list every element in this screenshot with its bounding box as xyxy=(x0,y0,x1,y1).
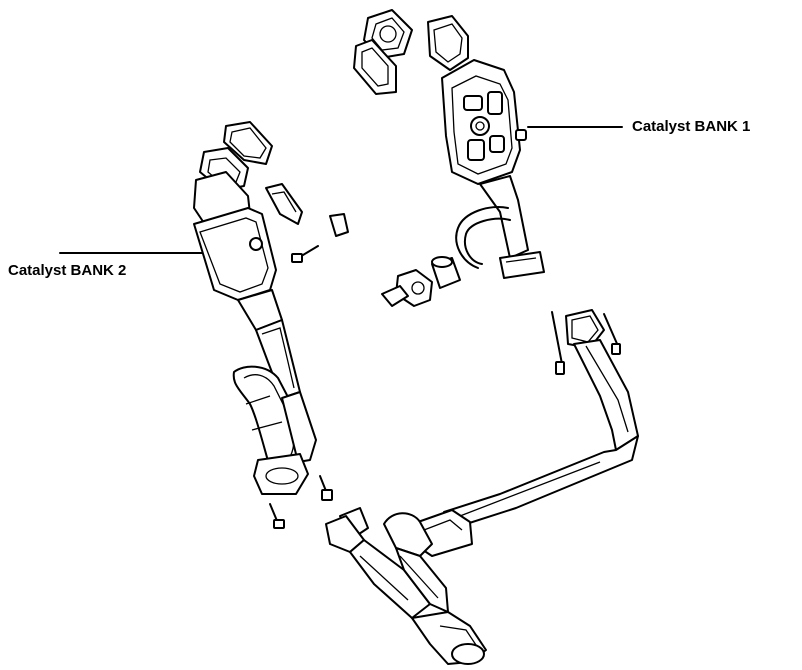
sleeve-middle xyxy=(431,256,461,289)
bolt-bank2-2 xyxy=(269,503,285,529)
crossover-pipe xyxy=(413,309,639,557)
label-catalyst-bank1: Catalyst BANK 1 xyxy=(632,118,751,135)
catalyst-bank1 xyxy=(427,15,545,279)
label-catalyst-bank2: Catalyst BANK 2 xyxy=(8,262,127,279)
downpipe-bank2 xyxy=(232,365,317,495)
pipe-bracket-bank1 xyxy=(455,206,511,269)
clamp-middle xyxy=(381,269,433,307)
y-pipe xyxy=(325,507,487,665)
bolt-small-2 xyxy=(291,245,319,263)
catalyst-bank2 xyxy=(193,147,301,399)
gasket-bank2 xyxy=(223,121,273,165)
heat-shield-bank2 xyxy=(265,183,303,225)
gasket-top-lower xyxy=(353,39,397,95)
bolt-small-1 xyxy=(329,213,349,237)
bolt-bank2-1 xyxy=(319,475,333,501)
